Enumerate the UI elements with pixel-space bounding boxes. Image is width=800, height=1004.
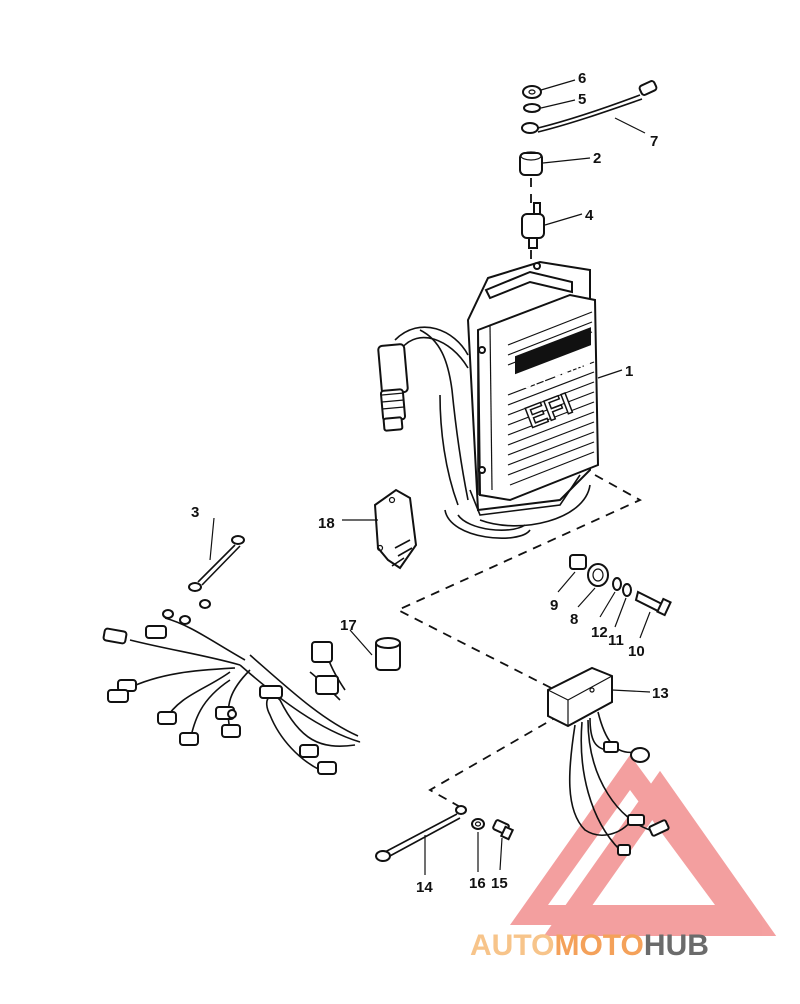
mounting-bracket (373, 488, 418, 570)
ground-lead (375, 805, 515, 862)
watermark-hub: HUB (644, 929, 709, 962)
wiring-harness (102, 599, 401, 775)
callout-2: 2 (593, 150, 601, 167)
callout-15: 15 (491, 875, 508, 892)
module-cable (377, 326, 591, 539)
callout-17: 17 (340, 617, 357, 634)
svg-text:AUTOMOTOHUB: AUTOMOTOHUB (470, 929, 709, 962)
callout-4: 4 (585, 207, 594, 224)
callout-9: 9 (550, 597, 558, 614)
watermark-text: AUTOMOTOHUB (470, 929, 709, 962)
callout-13: 13 (652, 685, 669, 702)
callout-5: 5 (578, 91, 586, 108)
callout-8: 8 (570, 611, 578, 628)
connection-lines (395, 474, 642, 809)
callout-10: 10 (628, 643, 645, 660)
callout-18: 18 (318, 515, 335, 532)
callout-11: 11 (608, 632, 624, 649)
callout-7: 7 (650, 133, 658, 150)
leader-lines (209, 79, 651, 875)
watermark-logo-icon (510, 755, 777, 936)
callout-6: 6 (578, 70, 586, 87)
callout-labels: 6 5 7 2 4 1 3 18 17 9 8 12 11 10 13 14 1… (191, 70, 669, 896)
grommet-hardware (569, 554, 672, 617)
callout-16: 16 (469, 875, 486, 892)
callout-3: 3 (191, 504, 199, 521)
ground-strap (188, 535, 245, 592)
callout-12: 12 (591, 624, 608, 641)
watermark-auto: AUTO (470, 929, 554, 962)
control-module: 3.4 LITRE EFI (466, 260, 600, 516)
watermark-moto: MOTO (554, 929, 643, 962)
sensor-module (547, 666, 670, 856)
callout-1: 1 (625, 363, 633, 380)
callout-14: 14 (416, 879, 433, 896)
top-hardware-stack (519, 80, 658, 265)
